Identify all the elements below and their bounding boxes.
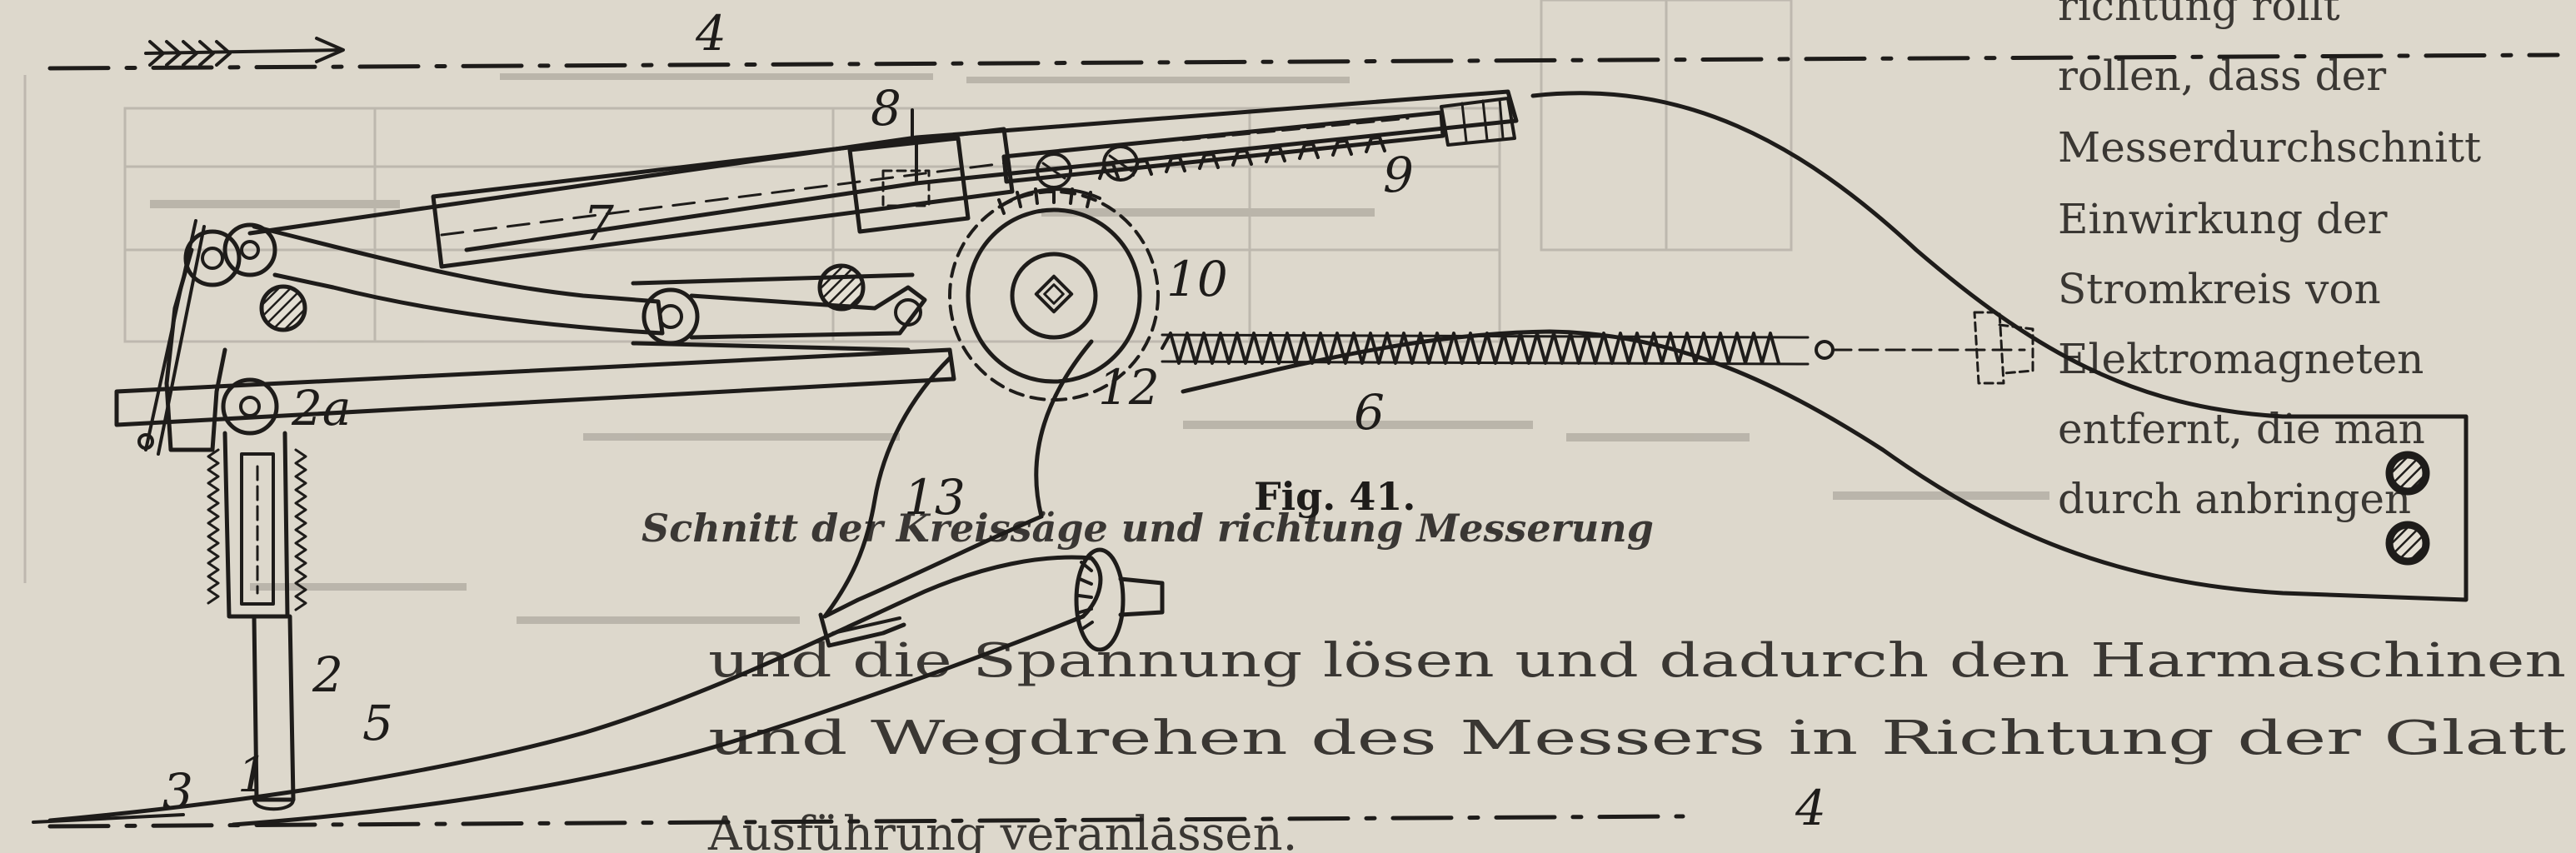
mechanism <box>32 89 2469 827</box>
label-4-bottom: 4 <box>1795 780 1826 836</box>
lever-joint <box>642 287 700 346</box>
screw-right <box>1102 145 1139 182</box>
bottom-text-line: Ausführung veranlassen. <box>707 807 1297 853</box>
show-through-layer: Schnitt der Kreissäge und richtung Messe… <box>23 0 2049 624</box>
bottom-text-line: und die Spannung lösen und dadurch den H… <box>708 634 2566 688</box>
right-text-line: rollen, dass der <box>2058 52 2386 100</box>
spring-6 <box>1161 311 2034 385</box>
direction-arrow-icon <box>144 37 345 67</box>
label-7: 7 <box>583 195 614 252</box>
label-4-top: 4 <box>695 5 726 62</box>
right-text-line: Stromkreis von <box>2058 265 2381 313</box>
pivot-block <box>164 222 277 452</box>
swing-lever <box>252 224 665 336</box>
part-labels: 4 8 7 9 10 12 6 13 2a 2 5 1 3 4 <box>162 5 1826 836</box>
rack-9 <box>1001 97 1516 189</box>
label-13: 13 <box>904 469 966 526</box>
right-text-line: richtung rollt <box>2058 0 2340 30</box>
bolt-upper <box>2385 451 2430 496</box>
sleeve-8 <box>847 108 971 234</box>
bolt-lower <box>2385 521 2430 566</box>
reference-lines <box>47 37 2560 829</box>
label-5: 5 <box>362 695 393 751</box>
brace-wire <box>144 219 206 456</box>
figure-caption: Fig. 41. <box>1254 474 1415 519</box>
ground-reference-line <box>47 814 1685 829</box>
bottom-text-line: und Wegdrehen des Messers in Richtung de… <box>708 711 2567 766</box>
plunger-2 <box>207 377 307 811</box>
cutter-bar <box>1181 91 2469 602</box>
main-frame-bar <box>114 347 956 427</box>
top-reference-line <box>47 52 2560 71</box>
label-3: 3 <box>162 763 193 820</box>
right-text-line: Einwirkung der <box>2058 195 2388 243</box>
right-column-text: richtung rollt rollen, dass der Messerdu… <box>2058 0 2481 523</box>
right-text-line: Elektromagneten <box>2058 335 2424 383</box>
under-caption-text: Schnitt der Kreissäge und richtung Messe… <box>642 506 1654 551</box>
ground-plate-3 <box>32 813 185 824</box>
label-12: 12 <box>1098 359 1160 416</box>
label-8: 8 <box>871 80 901 137</box>
label-10: 10 <box>1166 251 1228 307</box>
right-text-line: Messerdurchschnitt <box>2058 123 2481 172</box>
right-text-line: durch anbringen <box>2058 475 2411 523</box>
cylinder-7 <box>431 127 1015 269</box>
label-1: 1 <box>237 746 268 803</box>
label-2: 2 <box>312 646 343 703</box>
skid-5 <box>47 555 1103 827</box>
label-9: 9 <box>1383 147 1414 203</box>
label-2a: 2a <box>291 380 351 436</box>
pivot-pin-center <box>817 263 866 312</box>
adjusting-nut <box>1074 547 1165 652</box>
pivot-pin-left <box>259 284 307 332</box>
label-6: 6 <box>1354 384 1385 441</box>
